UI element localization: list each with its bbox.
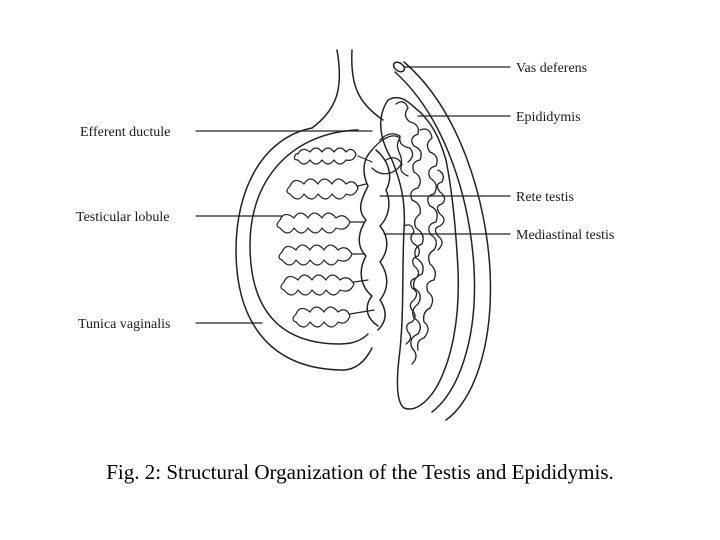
epididymis-outline [380, 96, 460, 410]
label-testicular-lobule: Testicular lobule [76, 210, 170, 225]
label-mediastinal-testis: Mediastinal testis [516, 228, 614, 243]
vas-deferens-tube [394, 71, 476, 413]
label-vas-deferens: Vas deferens [516, 61, 587, 76]
testicular-lobule [286, 178, 367, 200]
vas-deferens-inner [403, 61, 492, 421]
efferent-ductules [371, 133, 414, 177]
tunica-vaginalis-outer [235, 127, 373, 371]
testicular-lobule [280, 274, 369, 296]
testicular-lobules [276, 147, 375, 328]
tunica-albuginea [249, 129, 369, 345]
label-epididymis: Epididymis [516, 110, 581, 125]
rete-testis [358, 149, 391, 331]
label-efferent-ductule: Efferent ductule [80, 125, 170, 140]
testicular-lobule [293, 147, 373, 165]
spermatic-cord [311, 49, 384, 129]
testicular-lobule [276, 212, 365, 234]
testicular-lobule [292, 306, 375, 328]
leader-lines [195, 66, 511, 324]
figure-caption: Fig. 2: Structural Organization of the T… [106, 460, 614, 484]
testicular-lobule [278, 244, 365, 266]
label-tunica-vaginalis: Tunica vaginalis [78, 317, 170, 332]
vas-deferens-opening [392, 61, 406, 73]
label-rete-testis: Rete testis [516, 190, 574, 205]
